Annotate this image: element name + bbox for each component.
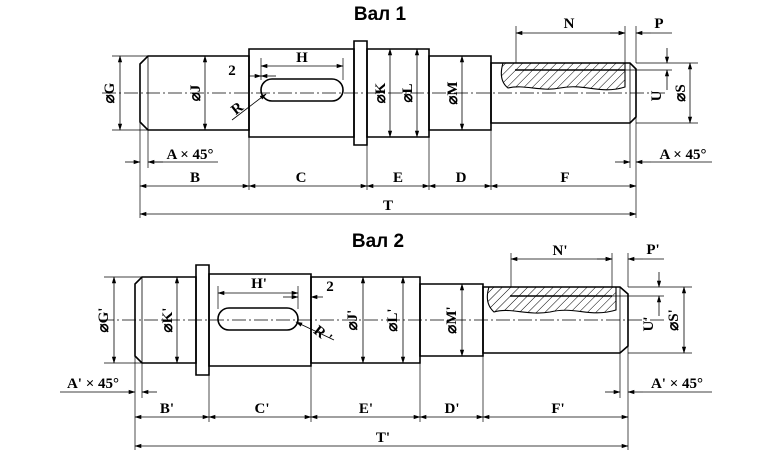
shaft-2: Вал 2 ⌀G' ⌀K' ⌀J' ⌀L' ⌀M' ⌀S' — [60, 231, 712, 450]
label-b2: B' — [160, 401, 174, 417]
label-m: ⌀M — [445, 81, 461, 104]
label-l2: ⌀L' — [385, 308, 401, 331]
shaft-2-title: Вал 2 — [352, 231, 404, 252]
label-f2: F' — [551, 401, 564, 417]
label-r2: R ' — [310, 323, 335, 347]
label-h2: H' — [251, 276, 267, 292]
label-chamfer-left: A × 45° — [166, 147, 213, 163]
label-t: T — [383, 198, 393, 214]
label-s: ⌀S — [673, 84, 689, 101]
dim-r2 — [295, 321, 335, 341]
label-t2: T' — [376, 430, 390, 446]
label-e: E — [393, 170, 403, 186]
label-j2: ⌀J' — [345, 310, 361, 331]
label-n2: N' — [553, 243, 568, 259]
label-j: ⌀J — [188, 84, 204, 101]
label-p: P — [654, 16, 663, 32]
shaft-1-title: Вал 1 — [354, 4, 407, 25]
label-d2: D' — [445, 401, 460, 417]
label-f: F — [560, 170, 569, 186]
label-u2: U' — [641, 317, 657, 332]
label-r: R — [228, 99, 247, 118]
shaft-2-keyway — [217, 307, 299, 331]
shaft-1-keyway-section — [500, 62, 626, 91]
label-b: B — [190, 170, 200, 186]
label-h: H — [296, 50, 308, 66]
shaft-2-keyway-section — [486, 286, 617, 314]
shaft-1: Вал 1 ⌀G ⌀J ⌀K ⌀L ⌀M — [102, 4, 712, 218]
shaft-1-keyway — [260, 78, 344, 102]
label-e2: E' — [359, 401, 373, 417]
label-g2: ⌀G' — [96, 308, 112, 333]
label-g: ⌀G — [102, 82, 118, 103]
label-d: D — [456, 170, 467, 186]
label-chamfer-right: A × 45° — [659, 147, 706, 163]
label-l: ⌀L — [400, 83, 416, 102]
label-p2: P' — [646, 242, 659, 258]
label-m2: ⌀M' — [444, 306, 460, 333]
label-s2: ⌀S' — [666, 309, 682, 331]
label-chamfer2-left: A' × 45° — [67, 376, 119, 392]
label-n: N — [564, 16, 575, 32]
label-chamfer2-right: A' × 45° — [651, 376, 703, 392]
label-u: U — [649, 90, 665, 101]
label-k2: ⌀K' — [160, 308, 176, 333]
dim-r — [231, 93, 267, 121]
label-2: 2 — [228, 63, 236, 79]
label-2b: 2 — [326, 279, 334, 295]
label-c: C — [296, 170, 307, 186]
label-c2: C' — [255, 401, 270, 417]
label-k: ⌀K — [373, 82, 389, 103]
